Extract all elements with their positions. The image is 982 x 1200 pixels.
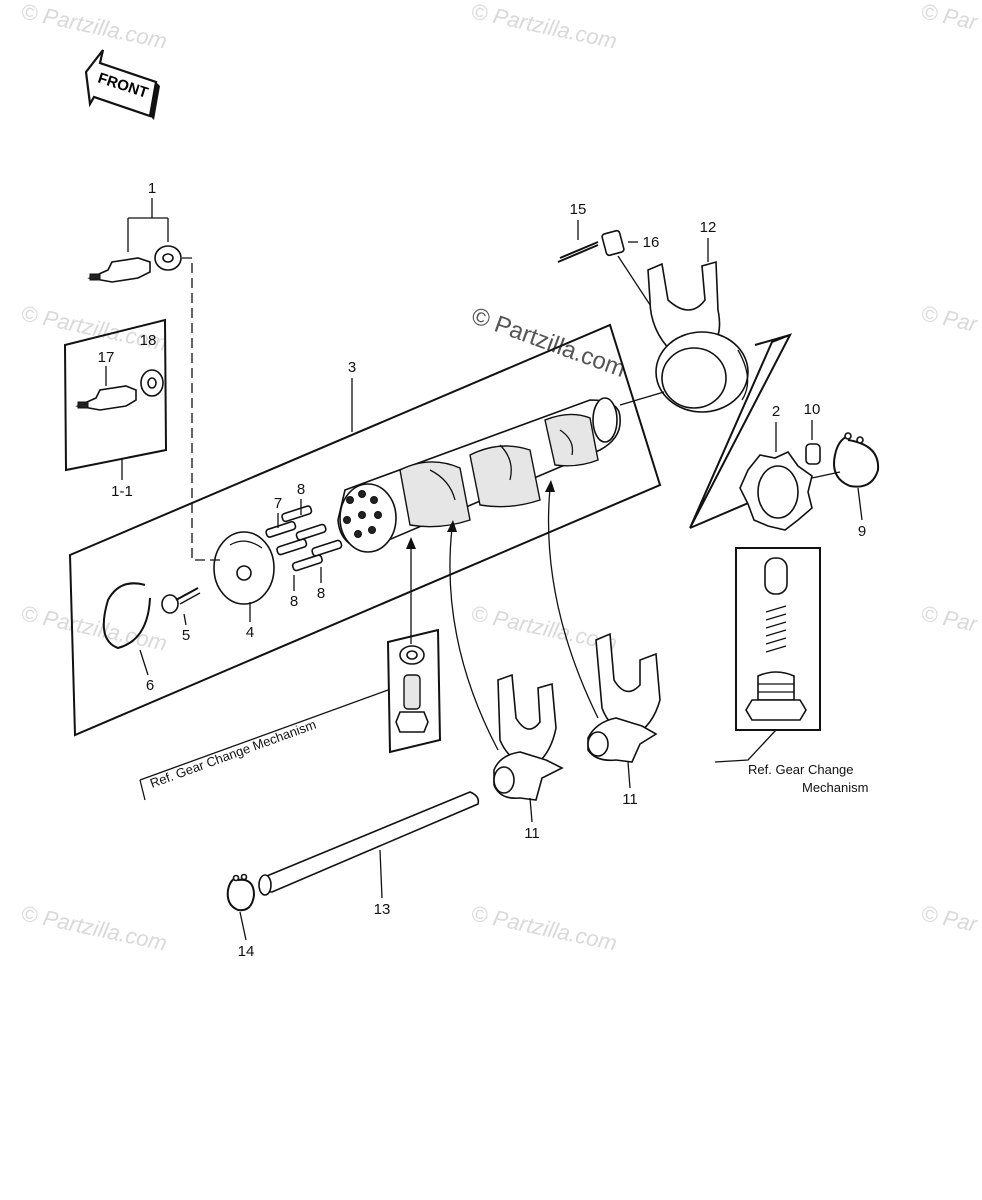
shift-drum [337, 397, 621, 553]
callout-14: 14 [238, 943, 255, 960]
cotter-pin-part [557, 241, 599, 263]
callout-8: 8 [290, 593, 298, 610]
callout-10: 10 [804, 401, 821, 418]
callout-18: 18 [140, 332, 157, 349]
switch-alt-part [75, 369, 164, 411]
callout-8: 8 [317, 585, 325, 602]
leader-line [714, 729, 777, 763]
guide-pin-part [601, 229, 625, 257]
callout-11: 11 [524, 825, 540, 842]
assembly-arrows [406, 480, 599, 751]
dashed-reference-line [182, 257, 220, 561]
leader-line [627, 761, 631, 789]
screw-part [161, 587, 201, 614]
ref-right-line2: Mechanism [802, 780, 868, 795]
callout-13: 13 [374, 901, 391, 918]
center-watermark: © Partzilla.com [468, 302, 629, 383]
leader-line [529, 797, 533, 823]
watermark: © Partzilla.com [469, 0, 619, 54]
callout-2: 2 [772, 403, 780, 420]
leader-line [811, 471, 841, 479]
watermark: © Partzilla.com [19, 600, 169, 655]
callout-4: 4 [246, 624, 254, 641]
callout-1-1: 1-1 [111, 483, 133, 500]
leader-line [139, 689, 389, 781]
ref-box-right [735, 547, 821, 731]
drum-plate-part [213, 531, 275, 605]
callout-9: 9 [858, 523, 866, 540]
cam-pin-part [805, 443, 821, 465]
callout-3: 3 [348, 359, 356, 376]
callout-7: 7 [274, 495, 282, 512]
watermark: © Partzilla.com [469, 900, 619, 955]
drum-pins-part [265, 505, 343, 572]
watermark: © Par [919, 600, 981, 637]
watermark: © Partzilla.com [19, 0, 169, 54]
callout-6: 6 [146, 677, 154, 694]
ref-box-left [386, 628, 442, 754]
shift-drum-panel [68, 323, 662, 737]
fork-shaft-part [258, 791, 480, 896]
neutral-switch-part [87, 245, 182, 283]
watermark: © Partzilla.com [19, 900, 169, 955]
leader-line [183, 613, 187, 626]
leader-line [139, 649, 149, 676]
watermark: © Par [919, 300, 981, 337]
leader-line [139, 779, 146, 801]
callout-8: 8 [297, 481, 305, 498]
snap-ring-part [102, 582, 151, 650]
callout-12: 12 [700, 219, 717, 236]
callout-16: 16 [643, 234, 660, 251]
ref-right-line1: Ref. Gear Change [748, 762, 854, 777]
shift-fork-12-part [647, 260, 749, 413]
watermark: © Par [919, 0, 981, 35]
switch-alt-panel [63, 318, 168, 472]
shift-fork-11-left-part [493, 673, 564, 801]
front-arrow-icon: FRONT [84, 49, 160, 120]
leader-line [127, 198, 169, 252]
callout-1: 1 [148, 180, 156, 197]
shift-fork-11-right-part [587, 632, 661, 763]
leader-line [857, 487, 863, 521]
callout-15: 15 [570, 201, 587, 218]
circlip-14-part [226, 877, 256, 912]
leader-line [239, 911, 247, 941]
callout-5: 5 [182, 627, 190, 644]
detent-plunger-part [745, 557, 807, 721]
panel-edge [754, 334, 791, 346]
leader-line [379, 849, 383, 899]
ref-left: Ref. Gear Change Mechanism [148, 717, 318, 791]
detent-cam-part [739, 450, 813, 531]
callout-11: 11 [622, 791, 638, 808]
callout-17: 17 [98, 349, 115, 366]
detent-bolt-part [395, 645, 429, 733]
circlip-9-part [833, 435, 880, 488]
leader-line [619, 391, 665, 406]
watermark: © Par [919, 900, 981, 937]
